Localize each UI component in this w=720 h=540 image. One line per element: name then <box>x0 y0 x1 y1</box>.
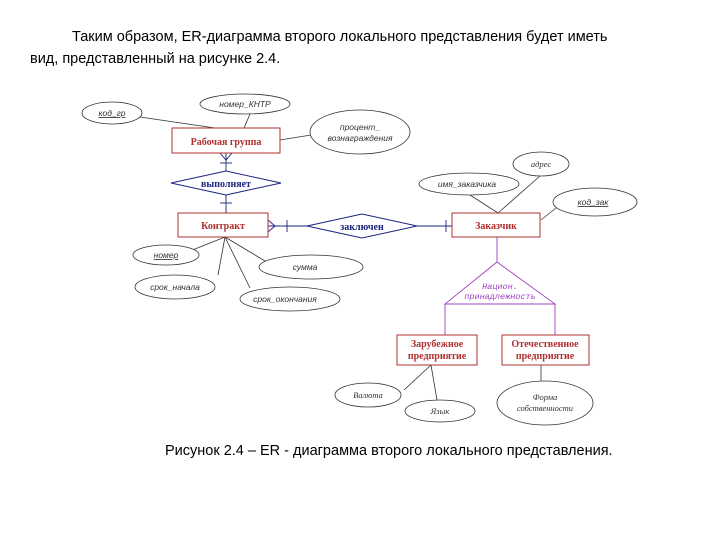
label: Язык <box>430 406 451 416</box>
label: Валюта <box>353 390 383 400</box>
label: Рабочая группа <box>191 137 262 148</box>
paragraph-line-1: Таким образом, ER-диаграмма второго лока… <box>72 29 608 45</box>
label: номер <box>154 250 179 260</box>
label: срок_окончания <box>253 294 317 304</box>
label: принадлежность <box>464 292 535 302</box>
label: собственности <box>517 403 573 413</box>
label: Контракт <box>201 221 245 232</box>
relationship-performs <box>170 170 282 196</box>
attr-srok-okonchaniya <box>239 286 341 312</box>
label: код_гр <box>98 108 125 118</box>
label: срок_начала <box>150 282 200 292</box>
entity-customer <box>451 212 541 238</box>
label: Форма <box>533 392 558 402</box>
entity-domestic <box>501 334 590 366</box>
paragraph-line-2: вид, представленный на рисунке 2.4. <box>30 51 281 67</box>
attr-nomer-kntr <box>199 93 291 115</box>
label: сумма <box>293 262 318 272</box>
attr-summa <box>258 254 364 280</box>
attr-yazyk <box>404 399 476 423</box>
label: Заказчик <box>475 221 517 232</box>
entity-foreign <box>396 334 478 366</box>
entity-contract <box>177 212 269 238</box>
attr-kod-gr <box>81 101 143 125</box>
attr-imya-zakazchika <box>418 172 520 196</box>
attr-nomer <box>132 244 200 266</box>
attr-srok-nachala <box>134 274 216 300</box>
label: процент_ <box>340 122 380 132</box>
label: номер_КНТР <box>219 99 271 109</box>
entity-work-group <box>171 127 281 154</box>
attr-adres <box>512 151 570 177</box>
label: адрес <box>531 159 551 169</box>
attr-forma <box>496 380 594 426</box>
figure-caption: Рисунок 2.4 – ER - диаграмма второго лок… <box>165 443 613 459</box>
label: Национ. <box>482 282 518 292</box>
label: Отечественное <box>511 339 579 350</box>
attr-kod-zak <box>552 187 638 217</box>
relationship-concluded <box>306 213 418 239</box>
label: предприятие <box>516 351 575 362</box>
label: заключен <box>340 222 384 233</box>
label: выполняет <box>201 179 251 190</box>
label: предприятие <box>408 351 467 362</box>
label: Зарубежное <box>411 339 464 350</box>
label: имя_заказчика <box>438 179 497 189</box>
attr-valyuta <box>334 382 402 408</box>
label: вознаграждения <box>327 133 393 143</box>
attr-percent <box>309 109 411 155</box>
label: код_зак <box>578 197 610 207</box>
